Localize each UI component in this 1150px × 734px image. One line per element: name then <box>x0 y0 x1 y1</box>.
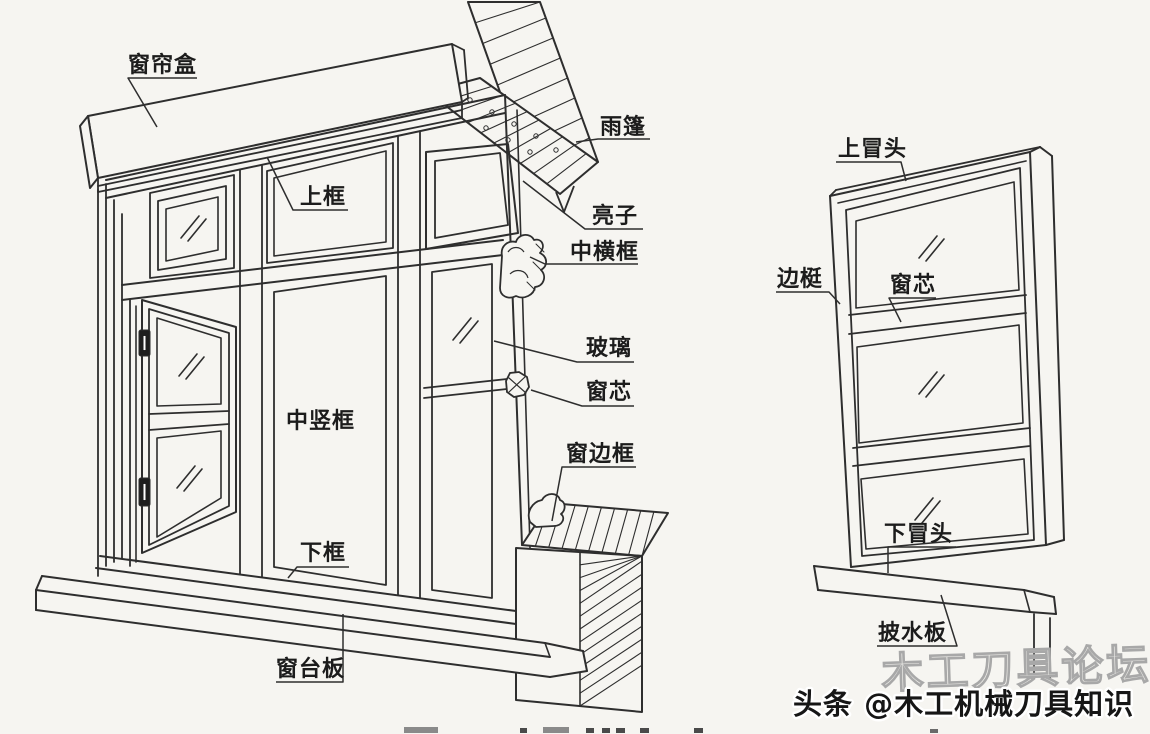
label-transom: 亮子 <box>592 203 638 229</box>
part-labels: 窗帘盒 上框 雨篷 亮子 中横框 玻璃 窗芯 窗边框 中竖框 下框 窗台板 上冒… <box>128 52 953 682</box>
label-mid-horizontal-frame: 中横框 <box>570 239 639 265</box>
label-bottom-rail: 下冒头 <box>884 521 953 547</box>
label-stile: 边梃 <box>776 266 823 292</box>
label-drip-board: 披水板 <box>878 620 947 646</box>
label-curtain-box: 窗帘盒 <box>128 52 197 78</box>
label-muntin-right: 窗芯 <box>890 272 936 298</box>
label-top-frame: 上框 <box>300 184 346 210</box>
line-art <box>35 1 1065 733</box>
label-window-edge-frame: 窗边框 <box>566 441 635 467</box>
label-top-rail: 上冒头 <box>838 136 907 162</box>
label-windowsill-board: 窗台板 <box>276 656 345 682</box>
label-mid-vertical-frame: 中竖框 <box>286 408 355 434</box>
label-bottom-frame: 下框 <box>300 540 346 566</box>
watermark-bold-text: 头条 @木工机械刀具知识 <box>793 687 1134 721</box>
watermark-faint-text: 木工刀具论坛 <box>881 640 1150 698</box>
watermarks: 木工刀具论坛 头条 @木工机械刀具知识 <box>791 639 1150 724</box>
label-muntin-left: 窗芯 <box>586 379 632 405</box>
label-rain-canopy: 雨篷 <box>600 114 646 140</box>
label-glass: 玻璃 <box>586 335 632 361</box>
